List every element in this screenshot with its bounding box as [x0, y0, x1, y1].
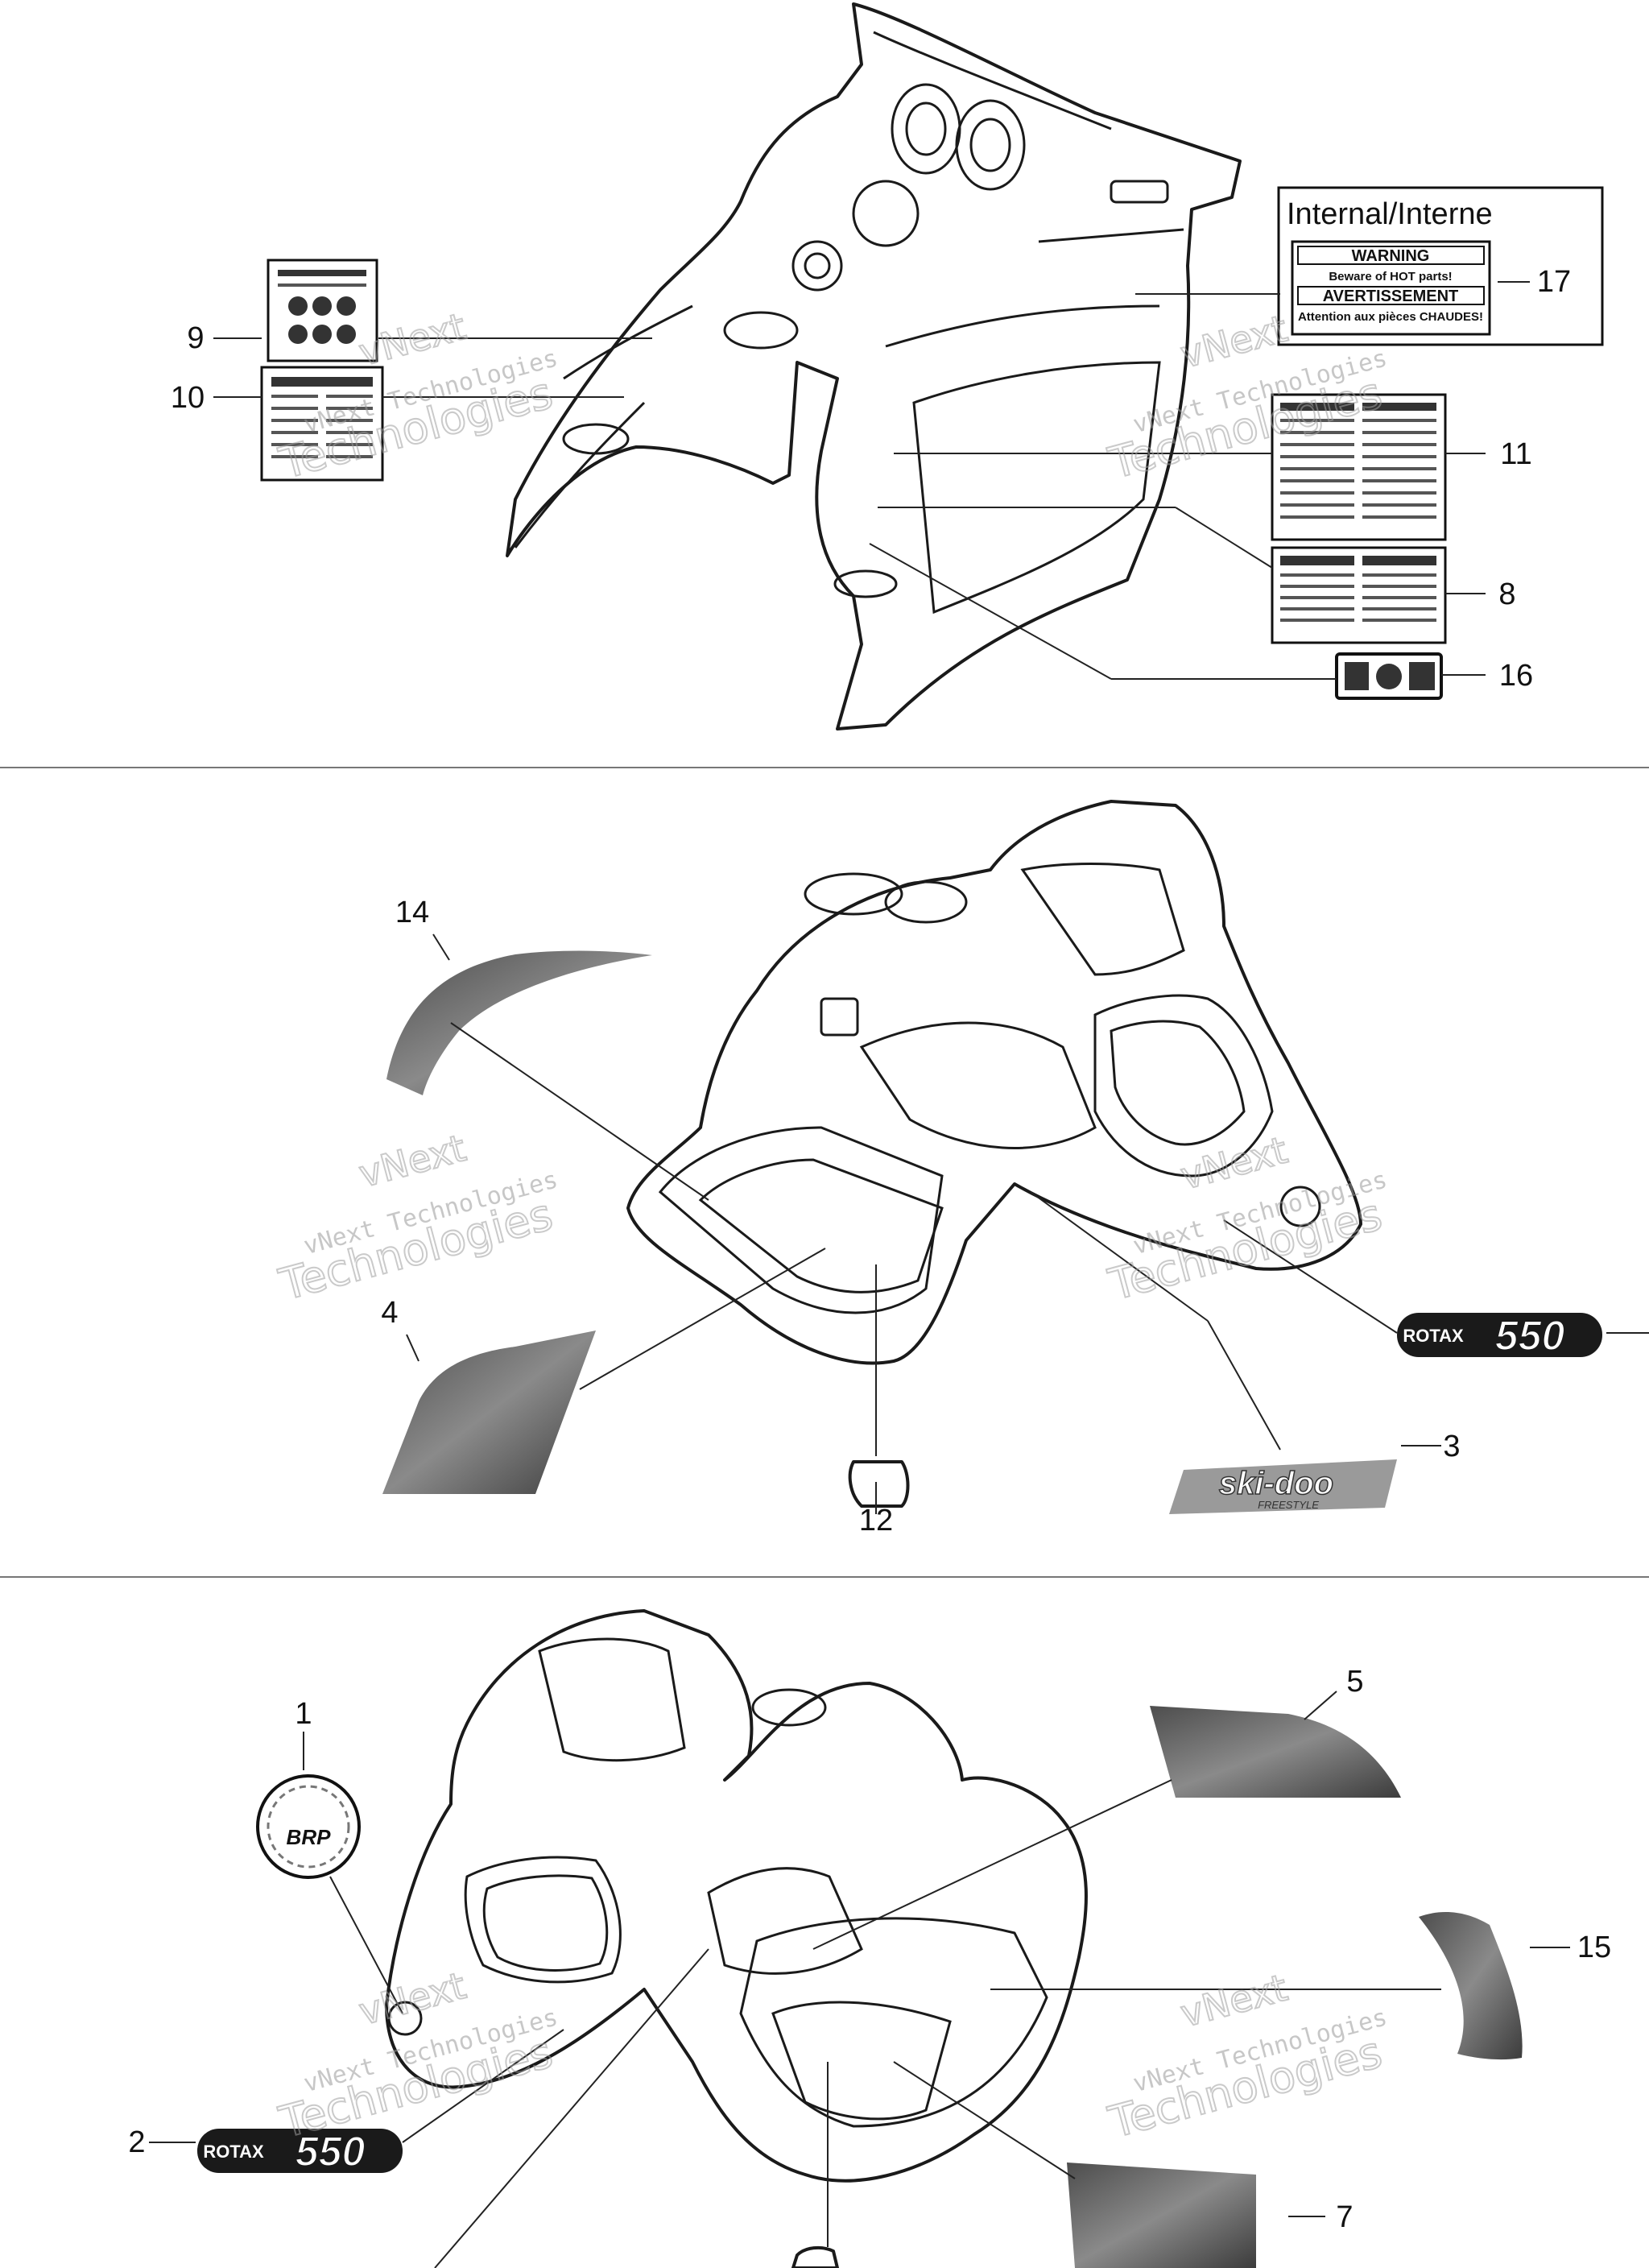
decal-14	[386, 950, 652, 1095]
rotax-word-mid: ROTAX	[1403, 1326, 1464, 1346]
svg-text:vNext: vNext	[354, 1126, 470, 1196]
trim-part-bottom	[791, 2245, 839, 2268]
rotax-num-mid: 550	[1495, 1313, 1565, 1360]
warning-label-10	[260, 366, 384, 482]
bottom-leader-lines	[149, 1691, 1570, 2268]
trim-part-12	[848, 1460, 910, 1508]
rotax-word-2: ROTAX	[203, 2142, 264, 2162]
brp-badge-1: BRP	[256, 1774, 361, 1879]
decal-4	[382, 1331, 596, 1494]
callout-3: 3	[1443, 1430, 1460, 1463]
warning-label-11	[1271, 393, 1447, 541]
middle-hood-assembly	[626, 800, 1362, 1365]
callout-4: 4	[381, 1296, 398, 1330]
top-hood-assembly	[506, 2, 1242, 730]
top-leader-lines	[213, 281, 1530, 680]
decal-7	[1067, 2162, 1256, 2268]
callout-1: 1	[295, 1697, 312, 1731]
warning-text: Beware of HOT parts!	[1329, 270, 1452, 284]
warning-title: WARNING	[1352, 247, 1430, 265]
skidoo-decal-3: ski-doo FREESTYLE	[1169, 1459, 1397, 1514]
internal-title: Internal/Interne	[1287, 197, 1493, 231]
icon-label-16	[1335, 652, 1443, 700]
skidoo-sub: FREESTYLE	[1258, 1499, 1319, 1511]
svg-text:vNext: vNext	[1176, 1966, 1292, 2036]
middle-leader-lines	[406, 933, 1649, 1514]
decal-15	[1419, 1912, 1523, 2060]
avert-text: Attention aux pièces CHAUDES!	[1298, 310, 1483, 324]
callout-5: 5	[1346, 1665, 1363, 1699]
avert-title: AVERTISSEMENT	[1323, 288, 1459, 305]
rotax-num-2: 550	[295, 2129, 366, 2175]
callout-15: 15	[1577, 1931, 1611, 1964]
svg-text:vNext: vNext	[1176, 307, 1292, 377]
callout-16: 16	[1499, 659, 1533, 693]
callout-11: 11	[1500, 437, 1531, 471]
decal-5	[1150, 1706, 1401, 1798]
callout-8: 8	[1498, 577, 1515, 611]
warning-label-8	[1271, 546, 1447, 644]
brp-text: BRP	[287, 1825, 332, 1849]
skidoo-word: ski-doo	[1219, 1466, 1333, 1501]
callout-7: 7	[1336, 2200, 1353, 2234]
callout-14: 14	[395, 896, 429, 929]
rotax-decal-mid: ROTAX 550	[1397, 1312, 1602, 1360]
callout-17: 17	[1537, 265, 1571, 299]
callout-9: 9	[187, 321, 204, 355]
callout-12: 12	[859, 1504, 893, 1538]
callout-2: 2	[128, 2125, 145, 2159]
rotax-decal-2: ROTAX 550	[197, 2128, 403, 2176]
bottom-hood-assembly	[385, 1609, 1088, 2183]
watermark-6: vNext vNext Technologies Technologies	[1102, 1965, 1390, 2149]
callout-10: 10	[171, 381, 205, 415]
internal-label-box-17: Internal/Interne WARNING Beware of HOT p…	[1277, 186, 1604, 346]
warning-label-9	[267, 259, 378, 362]
watermark-3: vNext vNext Technologies Technologies	[273, 1125, 560, 1311]
